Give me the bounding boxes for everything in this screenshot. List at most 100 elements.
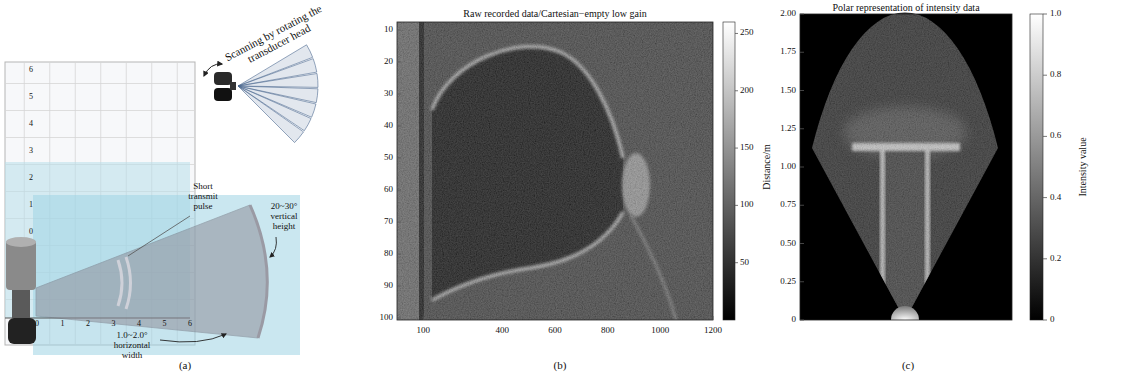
- axis-tick: [800, 14, 804, 15]
- sonar-illustration: [128, 216, 190, 256]
- axis-tick-label: 4: [29, 120, 33, 129]
- sonar-illustration: [5, 45, 318, 355]
- axis-tick-label: 2.00: [780, 9, 796, 19]
- axis-tick: [423, 316, 424, 320]
- scan-wedge: [238, 86, 304, 143]
- colorbar-label: 1.0: [1050, 9, 1061, 19]
- sonar-illustration: [214, 88, 232, 101]
- polar-sonar-image: [800, 14, 1012, 320]
- axis-tick: [397, 30, 401, 31]
- axis-tick: [607, 316, 608, 320]
- scan-wedge: [238, 86, 311, 131]
- axis-tick: [397, 254, 401, 255]
- colorbar-label: 250: [740, 29, 754, 39]
- axis-tick: [1043, 136, 1047, 137]
- chart-title: Polar representation of intensity data: [832, 2, 979, 13]
- axis-tick-label: 0: [29, 228, 33, 237]
- annotation: Short transmit pulse: [183, 182, 223, 212]
- polar-sonar-image: [800, 14, 1012, 320]
- colorbar-label: 0: [1050, 315, 1055, 325]
- polar-sonar-image: [800, 13, 1043, 320]
- axis-tick: [800, 320, 804, 321]
- sonar-illustration: [214, 72, 232, 85]
- colorbar-label: 200: [740, 86, 754, 96]
- raw-sonar-image: [723, 22, 735, 320]
- colorbar-label: 50: [740, 258, 749, 268]
- axis-tick: [397, 126, 401, 127]
- axis-tick-label: 1.75: [780, 47, 796, 57]
- sonar-illustration: [6, 240, 36, 290]
- axis-tick-label: 1.50: [780, 86, 796, 96]
- axis-tick: [735, 262, 738, 263]
- axis-tick: [800, 281, 804, 282]
- axis-tick: [800, 52, 804, 53]
- axis-tick: [713, 316, 714, 320]
- axis-tick-label: 0.75: [780, 200, 796, 210]
- axis-tick: [1043, 197, 1047, 198]
- axis-tick-label: 2: [29, 174, 33, 183]
- axis-tick: [1043, 258, 1047, 259]
- polar-sonar-image: [800, 14, 1012, 320]
- axis-tick: [397, 286, 401, 287]
- axis-tick-label: 40: [384, 121, 393, 131]
- axis-title: Distance/m: [761, 144, 772, 190]
- panel-label: (b): [554, 359, 567, 371]
- axis-tick: [800, 243, 804, 244]
- polar-sonar-image: [891, 306, 919, 320]
- sonar-illustration: [8, 318, 36, 344]
- axis-tick-label: 100: [417, 326, 431, 336]
- colorbar-label: 0.8: [1050, 70, 1061, 80]
- axis-tick: [735, 33, 738, 34]
- axis-tick-label: 0: [792, 315, 797, 325]
- sonar-illustration: [204, 64, 222, 76]
- axis-tick-label: 10: [384, 25, 393, 35]
- axis-tick: [555, 316, 556, 320]
- axis-tick: [1043, 14, 1047, 15]
- axis-tick-label: 70: [384, 217, 393, 227]
- axis-tick-label: 20: [384, 57, 393, 67]
- sonar-illustration: [6, 237, 36, 247]
- polar-sonar-image: [1030, 14, 1043, 320]
- axis-tick: [397, 94, 401, 95]
- axis-tick: [397, 14, 1047, 320]
- sonar-illustration: [12, 290, 30, 318]
- axis-tick: [502, 316, 503, 320]
- scan-wedge: [238, 73, 318, 87]
- colorbar-label: 0.2: [1050, 254, 1061, 264]
- panel-label: (a): [179, 359, 191, 371]
- axis-tick-label: 0: [35, 320, 39, 329]
- axis-tick: [660, 316, 661, 320]
- axis-tick-label: 30: [384, 89, 393, 99]
- axis-tick: [735, 148, 738, 149]
- axis-tick-label: 600: [548, 326, 562, 336]
- colorbar-label: 0.6: [1050, 131, 1061, 141]
- axis-tick-label: 1: [61, 320, 65, 329]
- raw-sonar-image: [397, 22, 713, 320]
- axis-tick-label: 6: [29, 66, 33, 75]
- colorbar-label: 100: [740, 200, 754, 210]
- axis-tick: [1043, 320, 1047, 321]
- sonar-illustration: [118, 257, 131, 309]
- axis-tick: [800, 90, 804, 91]
- annotation: 1.0~2.0° horizontal width: [108, 331, 156, 361]
- axis-tick-label: 90: [384, 281, 393, 291]
- axis-tick: [800, 167, 804, 168]
- axis-tick: [397, 158, 401, 159]
- axis-tick-label: 80: [384, 249, 393, 259]
- axis-tick-label: 1000: [651, 326, 669, 336]
- axis-tick: [1043, 75, 1047, 76]
- polar-sonar-image: [800, 14, 1012, 320]
- sonar-illustration: [270, 237, 276, 257]
- sonar-illustration: [33, 195, 300, 355]
- axis-tick-label: 50: [384, 153, 393, 163]
- colorbar-label: 0.4: [1050, 193, 1061, 203]
- axis-tick-label: 800: [601, 326, 615, 336]
- axis-tick-label: 100: [380, 313, 394, 323]
- axis-tick: [735, 90, 738, 91]
- axis-tick-label: 5: [29, 93, 33, 102]
- axis-tick-label: 1.00: [780, 162, 796, 172]
- sonar-illustration: [160, 334, 226, 342]
- raw-sonar-image: [397, 22, 735, 320]
